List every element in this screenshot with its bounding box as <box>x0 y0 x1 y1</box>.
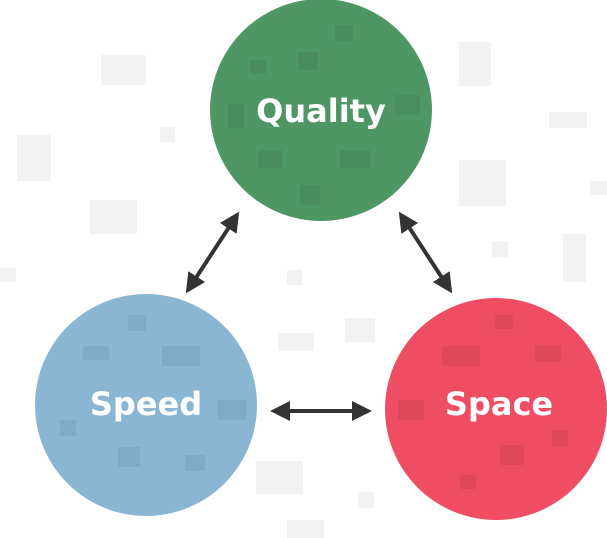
space-circle <box>385 298 607 520</box>
space-label: Space <box>445 385 553 423</box>
speed-label: Speed <box>90 385 202 423</box>
arrow-quality-speed <box>185 211 240 294</box>
space-texture <box>398 315 568 489</box>
edges <box>185 211 453 421</box>
quality-texture <box>228 25 420 205</box>
node-quality: Quality <box>210 0 432 221</box>
quality-circle <box>210 0 432 221</box>
node-space: Space <box>385 298 607 520</box>
background-squares <box>0 42 607 538</box>
speed-texture <box>60 315 247 471</box>
quality-label: Quality <box>256 92 386 130</box>
arrow-quality-space <box>398 211 453 294</box>
node-speed: Speed <box>35 294 257 516</box>
speed-circle <box>35 294 257 516</box>
